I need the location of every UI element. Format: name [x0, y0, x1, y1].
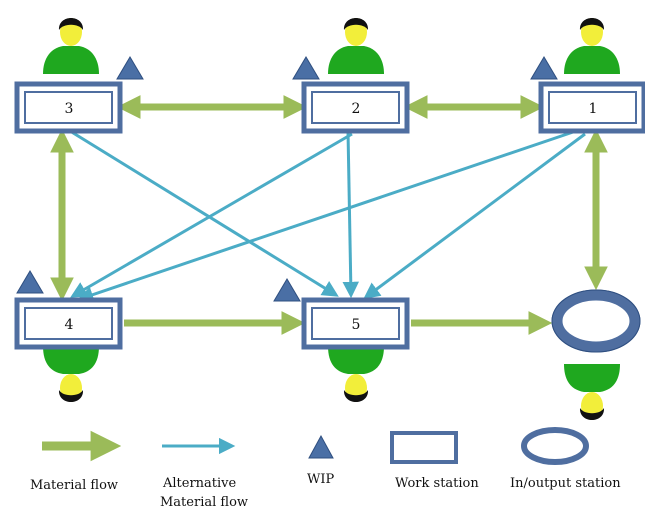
work-station-1: 1	[538, 81, 645, 134]
legend-wip-triangle-icon	[308, 434, 334, 459]
station-label: 2	[352, 101, 361, 117]
work-station-4: 4	[14, 297, 123, 350]
legend-alternative-flow-label-line1: Alternative	[162, 476, 237, 491]
wip-triangle-icon	[273, 278, 301, 302]
station-label: 4	[65, 317, 74, 333]
legend: Material flow Alternative Material flow …	[30, 427, 621, 510]
worker-icon	[43, 18, 99, 74]
alternative-flow-arrow-2-4	[70, 132, 353, 298]
worker-icon	[564, 18, 620, 74]
worker-icon	[564, 364, 620, 420]
work-station-2: 2	[301, 81, 410, 134]
worker-icon	[328, 18, 384, 74]
legend-io-station-label: In/output station	[510, 476, 621, 491]
io-station-ring-icon	[551, 289, 641, 353]
worker-icon	[43, 346, 99, 402]
material-flow-arrows	[50, 95, 608, 335]
legend-material-flow-label: Material flow	[30, 478, 118, 493]
wip-triangle-icon	[292, 56, 320, 80]
alternative-flow-arrow-1-5	[363, 132, 586, 299]
legend-work-station-label: Work station	[395, 476, 479, 491]
wip-triangle-icon	[16, 270, 44, 294]
legend-wip-label: WIP	[307, 472, 334, 487]
alternative-flow-arrow-3-5	[69, 129, 339, 297]
wip-triangle-icon	[116, 56, 144, 80]
legend-work-station-icon	[390, 431, 458, 464]
work-station-3: 3	[14, 81, 123, 134]
alternative-flow-arrows	[69, 127, 586, 303]
station-label: 5	[352, 317, 361, 333]
legend-alternative-flow-label-line2: Material flow	[160, 495, 248, 510]
station-label: 3	[65, 101, 74, 117]
worker-icon	[328, 346, 384, 402]
work-station-5: 5	[301, 297, 410, 350]
station-label: 1	[589, 101, 598, 117]
alternative-flow-arrow-2-5	[342, 130, 360, 299]
legend-io-station-ring-icon	[521, 427, 589, 465]
alternative-flow-arrow-1-4	[76, 127, 583, 303]
wip-triangle-icon	[530, 56, 558, 80]
